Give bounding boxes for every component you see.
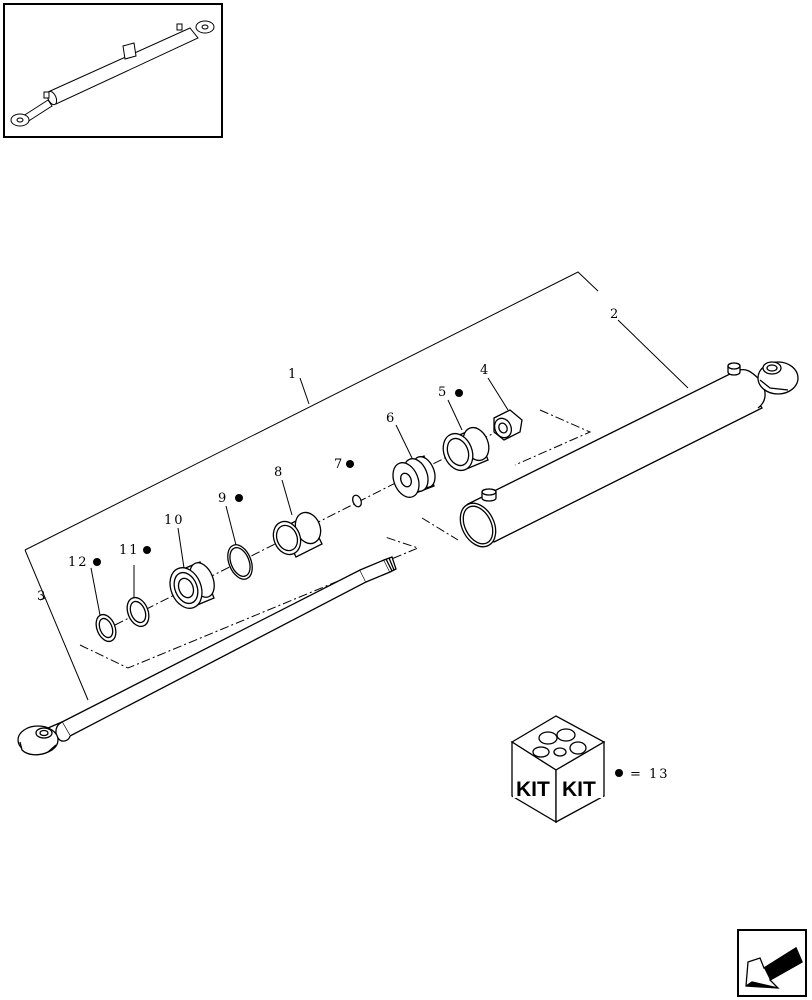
- kit-box-label-left: KIT: [516, 778, 550, 801]
- callout-8-label: 8: [274, 465, 284, 480]
- part-11-ring[interactable]: [123, 594, 153, 629]
- callout-6-label: 6: [386, 411, 396, 426]
- kit-box-label-right: KIT: [562, 778, 596, 801]
- back-arrow-icon: [745, 947, 803, 989]
- part-4-nut[interactable]: [492, 409, 523, 441]
- callout-2-label: 2: [610, 307, 620, 322]
- callout-12-bullet: [93, 558, 101, 566]
- callout-10-label: 10: [164, 513, 185, 528]
- callout-11-label: 11: [119, 543, 140, 558]
- cylinder-barrel[interactable]: [453, 361, 799, 553]
- kit-bullets: [93, 389, 463, 566]
- part-6-piston[interactable]: [388, 453, 439, 501]
- callout-11-bullet: [143, 546, 151, 554]
- callout-4-label: 4: [480, 363, 490, 378]
- callout-9-bullet: [235, 494, 243, 502]
- thumbnail-inset[interactable]: [3, 3, 223, 138]
- assembly-axis-lines: [79, 409, 592, 669]
- part-9-o-ring[interactable]: [223, 541, 257, 583]
- kit-legend-text: = 13: [630, 767, 670, 782]
- callout-leader-lines: [90, 377, 509, 616]
- callout-7-label: 7: [334, 457, 344, 472]
- piston-rod[interactable]: [17, 556, 397, 756]
- kit-legend-bullet: [615, 769, 623, 777]
- part-12-ring[interactable]: [92, 612, 119, 645]
- callout-3-label: 3: [37, 589, 47, 604]
- callout-bracket-lines: [24, 271, 689, 701]
- back-arrow-button[interactable]: [737, 929, 807, 997]
- kit-box-icon: [510, 715, 606, 824]
- callout-9-label: 9: [218, 491, 228, 506]
- callout-7-bullet: [346, 460, 354, 468]
- part-8-spacer[interactable]: [269, 509, 326, 559]
- callout-12-label: 12: [68, 555, 89, 570]
- part-5-gland[interactable]: [438, 424, 494, 475]
- callout-1-label: 1: [288, 367, 298, 382]
- callout-5-label: 5: [438, 385, 448, 400]
- part-10-head[interactable]: [164, 559, 219, 613]
- part-7-o-ring[interactable]: [351, 494, 363, 508]
- callout-5-bullet: [455, 389, 463, 397]
